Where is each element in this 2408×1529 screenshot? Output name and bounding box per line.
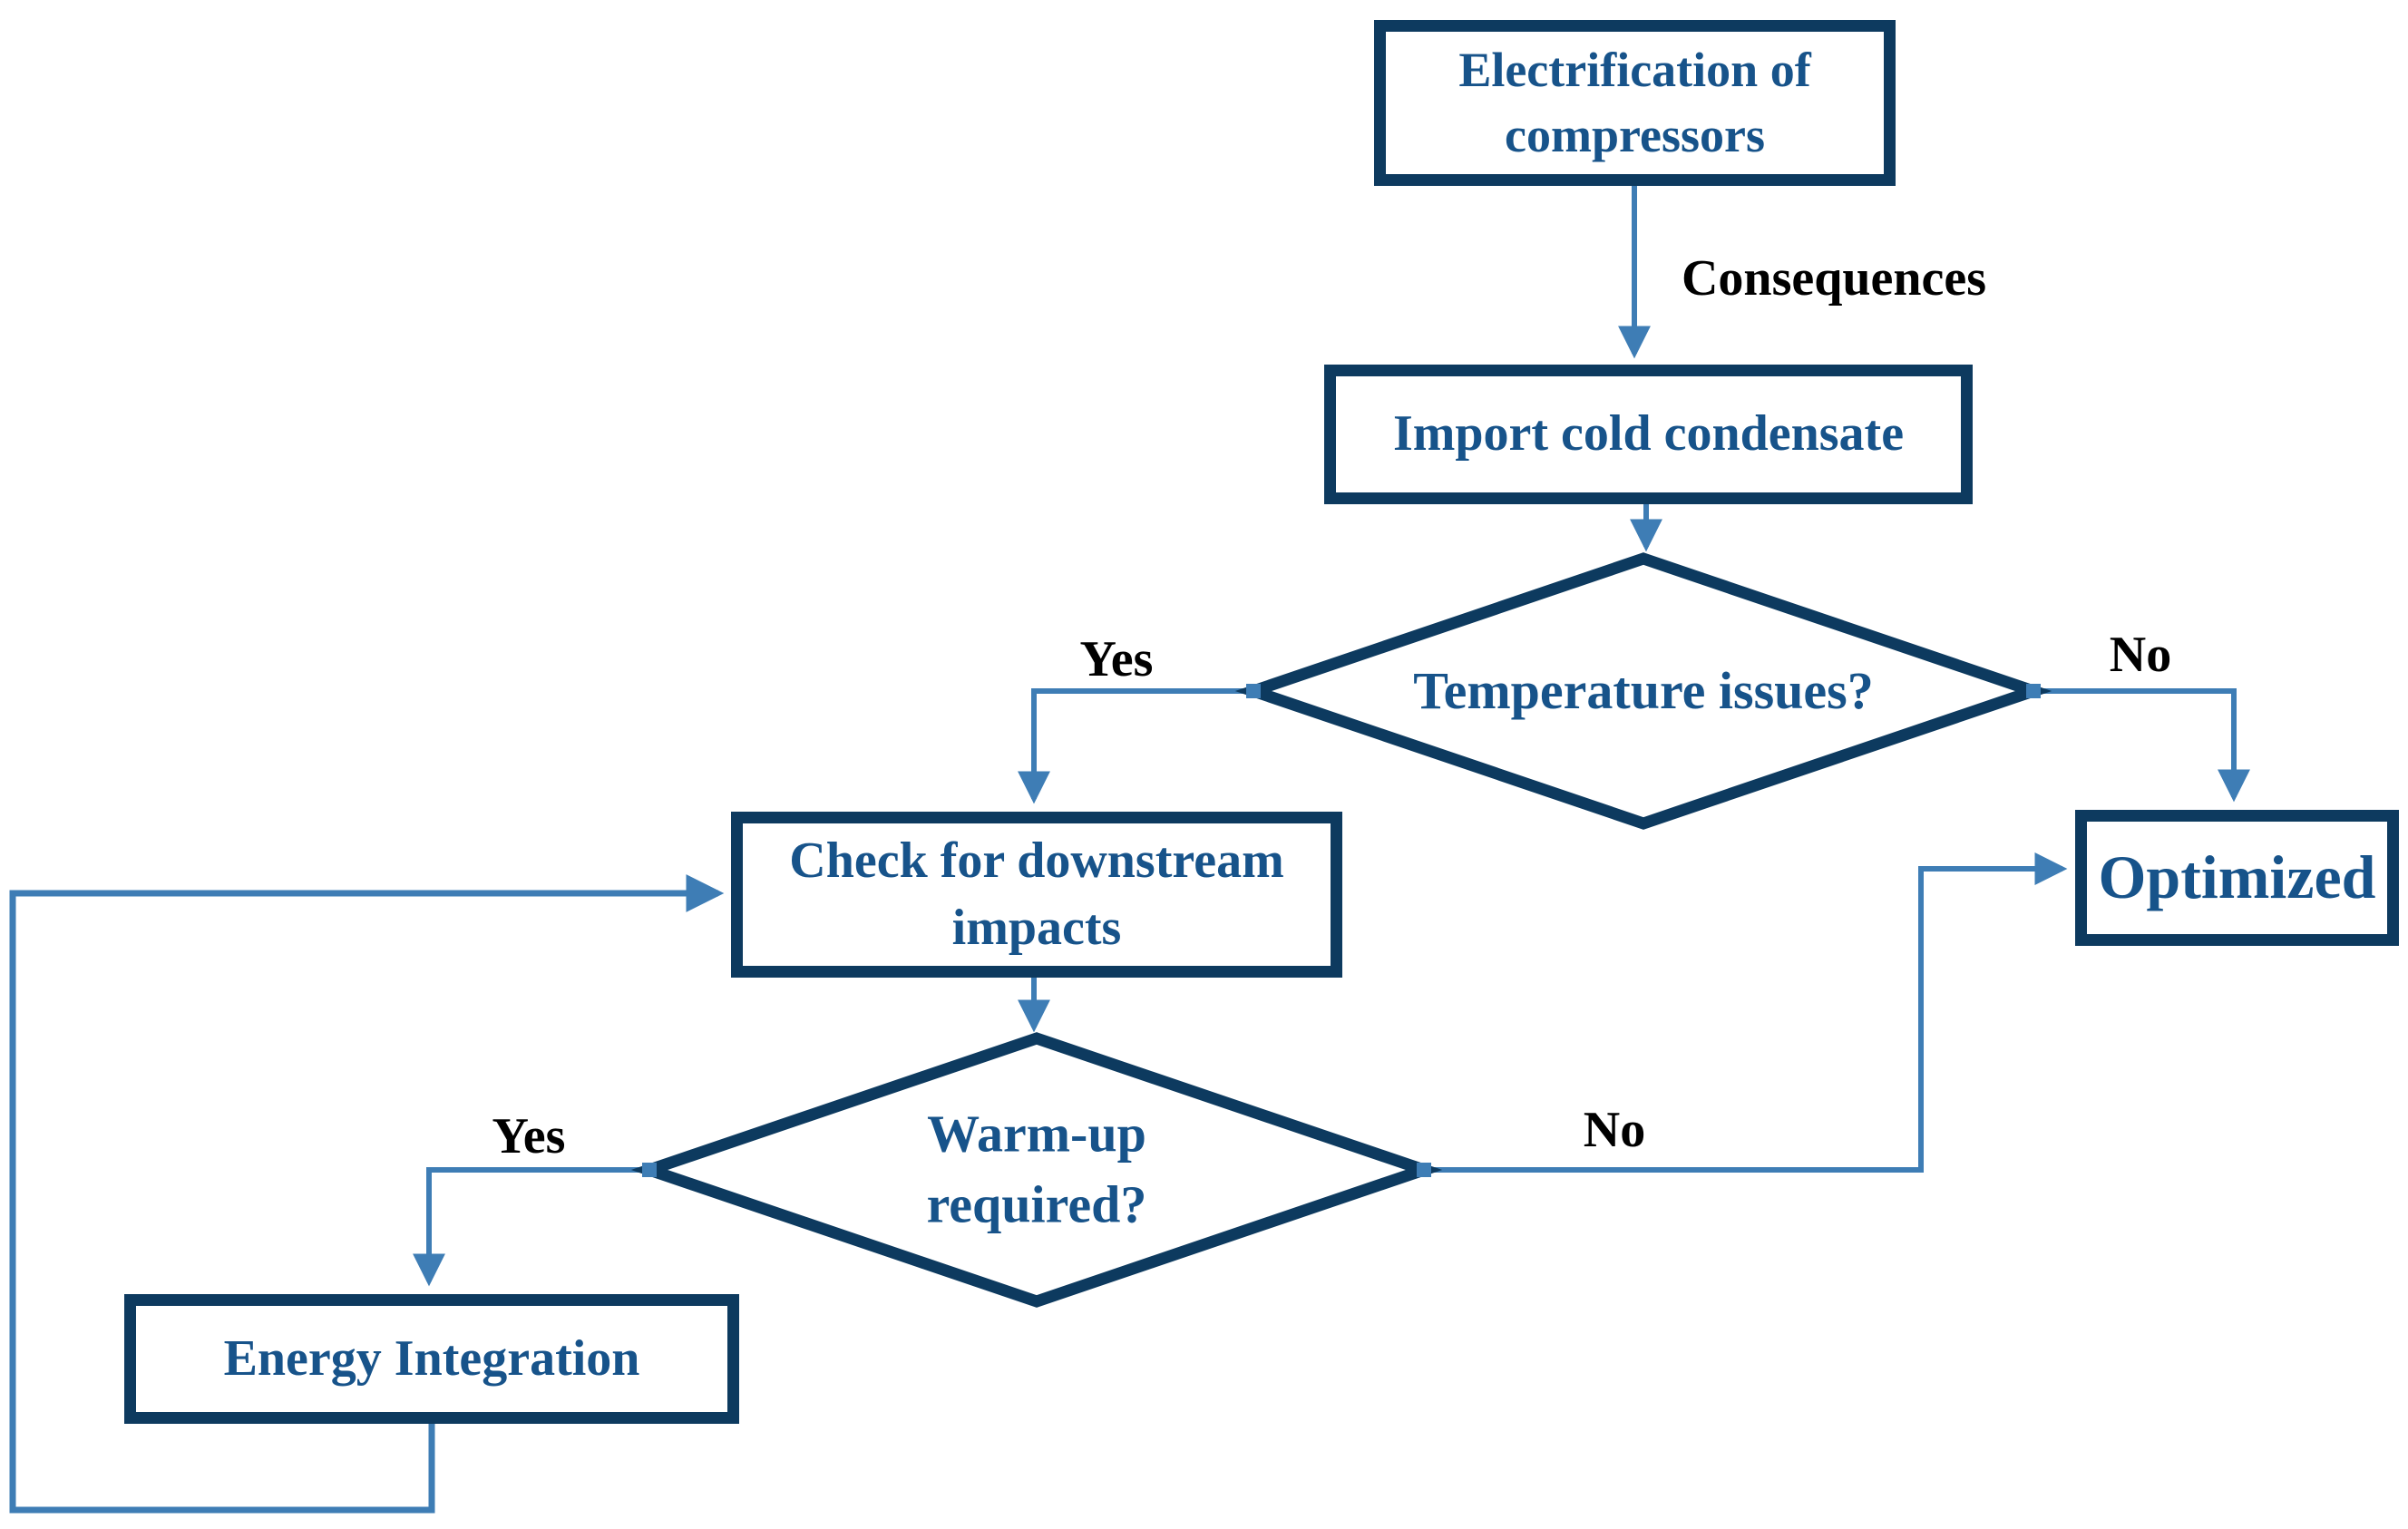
node-energy-integration-label: Energy Integration bbox=[223, 1329, 640, 1387]
node-electrification: Electrification of compressors bbox=[1374, 20, 1896, 186]
edge-temperature-yes bbox=[1018, 688, 1253, 804]
node-import-condensate: Import cold condensate bbox=[1324, 365, 1973, 504]
connector-dot bbox=[2026, 684, 2041, 698]
connector-dot bbox=[1246, 684, 1261, 698]
edge-energy-loopback bbox=[9, 874, 725, 1514]
edge-label-warmup-no: No bbox=[1583, 1102, 1646, 1158]
connector-dot bbox=[642, 1163, 657, 1177]
edge-label-warmup-yes: Yes bbox=[492, 1108, 566, 1164]
edge-warmup-no bbox=[1424, 852, 2068, 1173]
edge-temperature-no bbox=[2033, 688, 2250, 803]
temperature-issues-diamond bbox=[1234, 552, 2052, 830]
node-temperature-issues-label: Temperature issues? bbox=[1413, 660, 1874, 720]
node-optimized: Optimized bbox=[2075, 810, 2399, 946]
node-electrification-label: Electrification of compressors bbox=[1458, 43, 1811, 162]
node-import-condensate-label: Import cold condensate bbox=[1392, 405, 1905, 463]
node-energy-integration: Energy Integration bbox=[124, 1294, 739, 1424]
node-check-downstream-label: Check for downstream impacts bbox=[789, 832, 1284, 956]
edge-warmup-yes bbox=[413, 1167, 649, 1287]
node-warmup-required-label: Warm-up required? bbox=[926, 1104, 1147, 1234]
edge-label-consequences: Consequences bbox=[1681, 250, 1987, 307]
warmup-required-diamond bbox=[630, 1032, 1443, 1308]
node-optimized-label: Optimized bbox=[2098, 842, 2376, 912]
connector-dot bbox=[1417, 1163, 1431, 1177]
edge-label-temperature-yes: Yes bbox=[1079, 631, 1154, 687]
node-check-downstream: Check for downstream impacts bbox=[731, 812, 1342, 978]
edge-label-temperature-no: No bbox=[2109, 627, 2172, 683]
